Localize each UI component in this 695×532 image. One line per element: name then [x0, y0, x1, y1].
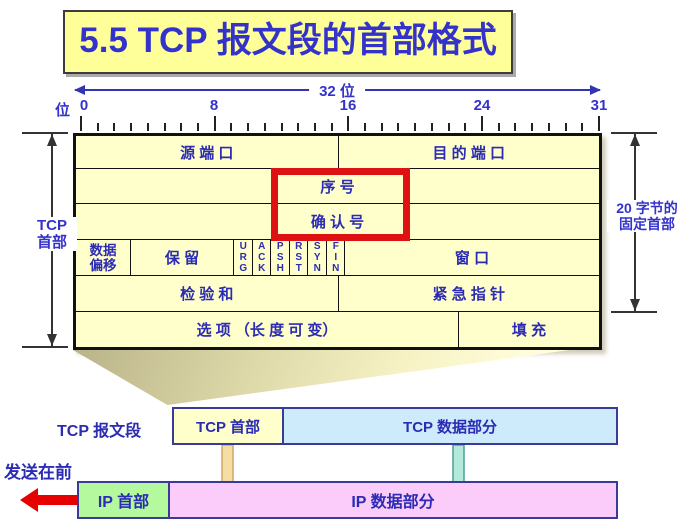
ruler-tick — [414, 123, 417, 131]
data-offset-cell: 数据 偏移 — [89, 242, 117, 273]
ruler-tick — [347, 116, 350, 131]
ruler-tick — [196, 123, 199, 131]
ruler-tick — [146, 123, 149, 131]
ack-cell: 确 认 号 — [310, 214, 365, 231]
ruler-tick — [297, 123, 300, 131]
tcp-header-measure-label: TCP 首部 — [27, 217, 77, 251]
ruler-tick — [564, 123, 567, 131]
dest-port-cell: 目 的 端 口 — [337, 136, 600, 168]
width-arrow-left-head-icon — [74, 85, 85, 95]
ruler-tick — [514, 123, 517, 131]
left-measure-down-arrow-icon — [47, 334, 57, 346]
send-first-label: 发送在前 — [4, 463, 72, 482]
flag-ack-cell: ACK — [251, 240, 271, 275]
tick-label-8: 8 — [209, 97, 219, 114]
table-row-flags: 数据 偏移 保 留 URG ACK PSH RST SYN FIN 窗 口 — [76, 240, 599, 276]
ruler-tick — [397, 123, 400, 131]
tick-label-24: 24 — [473, 97, 491, 114]
page-title: 5.5 TCP 报文段的首部格式 — [63, 10, 513, 74]
reserved-cell: 保 留 — [130, 240, 233, 275]
urgent-pointer-cell: 紧 急 指 针 — [337, 276, 600, 311]
right-measure-up-arrow-icon — [630, 134, 640, 146]
tcp-header-table: 源 端 口 目 的 端 口 序 号 确 认 号 数据 偏移 保 留 URG AC… — [73, 133, 602, 350]
ruler-tick — [113, 123, 116, 131]
ruler-tick — [447, 123, 450, 131]
ruler-tick — [163, 123, 166, 131]
ruler-tick — [180, 123, 183, 131]
tcp-segment-data-cell: TCP 数据部分 — [284, 409, 616, 443]
ruler-tick — [330, 123, 333, 131]
ruler-tick — [230, 123, 233, 131]
left-measure-top-cap — [22, 132, 68, 134]
bit-ruler-ticks — [80, 114, 600, 132]
tcp-segment-box: TCP 首部 TCP 数据部分 — [172, 407, 618, 445]
source-port-cell: 源 端 口 — [180, 144, 234, 162]
seq-cell: 序 号 — [320, 178, 355, 196]
ruler-tick — [581, 123, 584, 131]
ruler-tick — [313, 123, 316, 131]
flag-urg-cell: URG — [233, 240, 252, 275]
tick-label-0: 0 — [79, 97, 89, 114]
right-measure-down-arrow-icon — [630, 299, 640, 311]
ruler-tick — [280, 123, 283, 131]
tick-label-31: 31 — [590, 97, 608, 114]
table-row-ports: 源 端 口 目 的 端 口 — [76, 136, 599, 169]
flag-fin-cell: FIN — [325, 240, 345, 275]
ruler-tick — [130, 123, 133, 131]
ruler-tick — [430, 123, 433, 131]
ruler-tick — [481, 116, 484, 131]
right-measure-bottom-cap — [611, 311, 657, 313]
options-cell: 选 项 （长 度 可 变） — [196, 322, 338, 339]
left-measure-bottom-cap — [22, 346, 68, 348]
ruler-tick — [497, 123, 500, 131]
ruler-tick — [531, 123, 534, 131]
ruler-tick — [213, 116, 216, 131]
width-arrow-right-head-icon — [590, 85, 601, 95]
fixed-header-measure-label: 20 字节的 固定首部 — [607, 200, 687, 232]
bit-unit-label: 位 — [55, 102, 71, 119]
tick-label-16: 16 — [339, 97, 357, 114]
window-cell: 窗 口 — [344, 240, 599, 275]
left-measure-up-arrow-icon — [47, 134, 57, 146]
highlight-red-box — [271, 168, 410, 241]
ruler-tick — [80, 116, 82, 131]
ruler-tick — [598, 116, 600, 131]
padding-cell: 填 充 — [458, 312, 599, 347]
width-arrow-label: 32 位 — [309, 80, 365, 101]
checksum-cell: 检 验 和 — [180, 286, 234, 303]
tcp-segment-header-cell: TCP 首部 — [174, 409, 284, 443]
flag-psh-cell: PSH — [270, 240, 289, 275]
table-row-checksum: 检 验 和 紧 急 指 针 — [76, 276, 599, 312]
tcp-segment-label: TCP 报文段 — [57, 423, 142, 440]
ruler-tick — [263, 123, 266, 131]
ruler-tick — [547, 123, 550, 131]
table-row-seq: 序 号 — [76, 169, 599, 204]
right-measure-top-cap — [611, 132, 657, 134]
ip-data-box: IP 数据部分 — [168, 481, 618, 519]
ruler-tick — [380, 123, 383, 131]
ruler-tick — [96, 123, 99, 131]
zoom-funnel-shape — [73, 350, 570, 405]
table-row-options: 选 项 （长 度 可 变） 填 充 — [76, 312, 599, 347]
ruler-tick — [464, 123, 467, 131]
send-direction-red-arrow-icon — [20, 488, 78, 512]
ruler-tick — [247, 123, 250, 131]
ruler-tick — [364, 123, 367, 131]
ip-header-box: IP 首部 — [77, 481, 170, 519]
flag-rst-cell: RST — [288, 240, 308, 275]
flag-syn-cell: SYN — [307, 240, 326, 275]
